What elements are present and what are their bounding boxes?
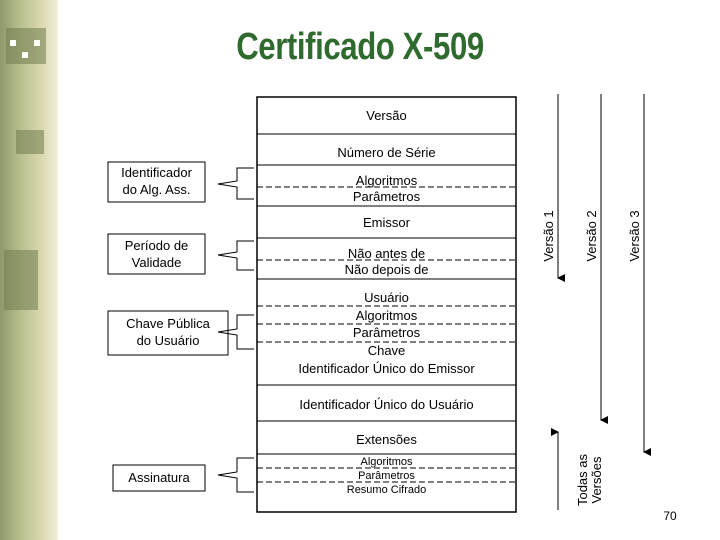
assinatura-box — [112, 464, 206, 492]
field-extensoes: Extensões — [356, 432, 417, 447]
field-nao-antes: Não antes de — [347, 246, 426, 261]
field-alg-algoritmos: Algoritmos — [355, 173, 418, 188]
brace-periodo — [217, 240, 254, 271]
page-number: 70 — [663, 509, 677, 523]
page-title: Certificado X-509 — [236, 26, 484, 68]
field-nao-depois: Não depois de — [344, 262, 429, 277]
sidebar-dot — [10, 40, 16, 46]
field-ass-resumo: Resumo Cifrado — [346, 484, 427, 496]
field-id-unico-usuario: Identificador Único do Usuário — [299, 397, 474, 412]
field-ass-parametros: Parâmetros — [358, 470, 415, 482]
brace-assinatura — [217, 457, 254, 493]
field-versao: Versão — [366, 108, 407, 123]
field-numero-serie: Número de Série — [337, 145, 436, 160]
label-chave-pub-line2: do Usuário — [136, 333, 200, 348]
label-id-alg-line1: Identificador — [121, 165, 192, 180]
sidebar-block — [6, 28, 46, 64]
label-versao-1: Versão 1 — [541, 210, 556, 262]
field-emissor: Emissor — [363, 215, 410, 230]
field-id-unico-emissor: Identificador Único do Emissor — [298, 361, 475, 376]
label-periodo-line2: Validade — [131, 255, 182, 270]
field-chave-parametros: Parâmetros — [352, 325, 421, 340]
periodo-box — [107, 233, 206, 275]
decorative-sidebar — [0, 0, 58, 540]
field-chave-algoritmos: Algoritmos — [355, 308, 418, 323]
brace-id-alg — [217, 167, 254, 200]
label-chave-pub-line1: Chave Pública — [126, 316, 210, 331]
label-versao-3: Versão 3 — [627, 210, 642, 262]
label-versao-2: Versão 2 — [584, 210, 599, 262]
field-ass-algoritmos: Algoritmos — [360, 456, 413, 468]
sidebar-dot — [34, 40, 40, 46]
certificate-box — [256, 96, 517, 513]
sidebar-block — [16, 130, 44, 154]
field-usuario: Usuário — [364, 290, 409, 305]
id-alg-box — [107, 161, 206, 203]
chave-pub-box — [107, 310, 229, 356]
sidebar-block — [4, 250, 38, 310]
field-alg-parametros: Parâmetros — [352, 189, 421, 204]
brace-chave-pub — [217, 314, 254, 350]
label-assinatura: Assinatura — [128, 470, 190, 485]
label-id-alg-line2: do Alg. Ass. — [122, 182, 191, 197]
label-todas-line2: Versões — [589, 456, 604, 504]
label-periodo-line1: Período de — [124, 238, 189, 253]
sidebar-dot — [22, 52, 28, 58]
field-chave: Chave — [367, 343, 406, 358]
